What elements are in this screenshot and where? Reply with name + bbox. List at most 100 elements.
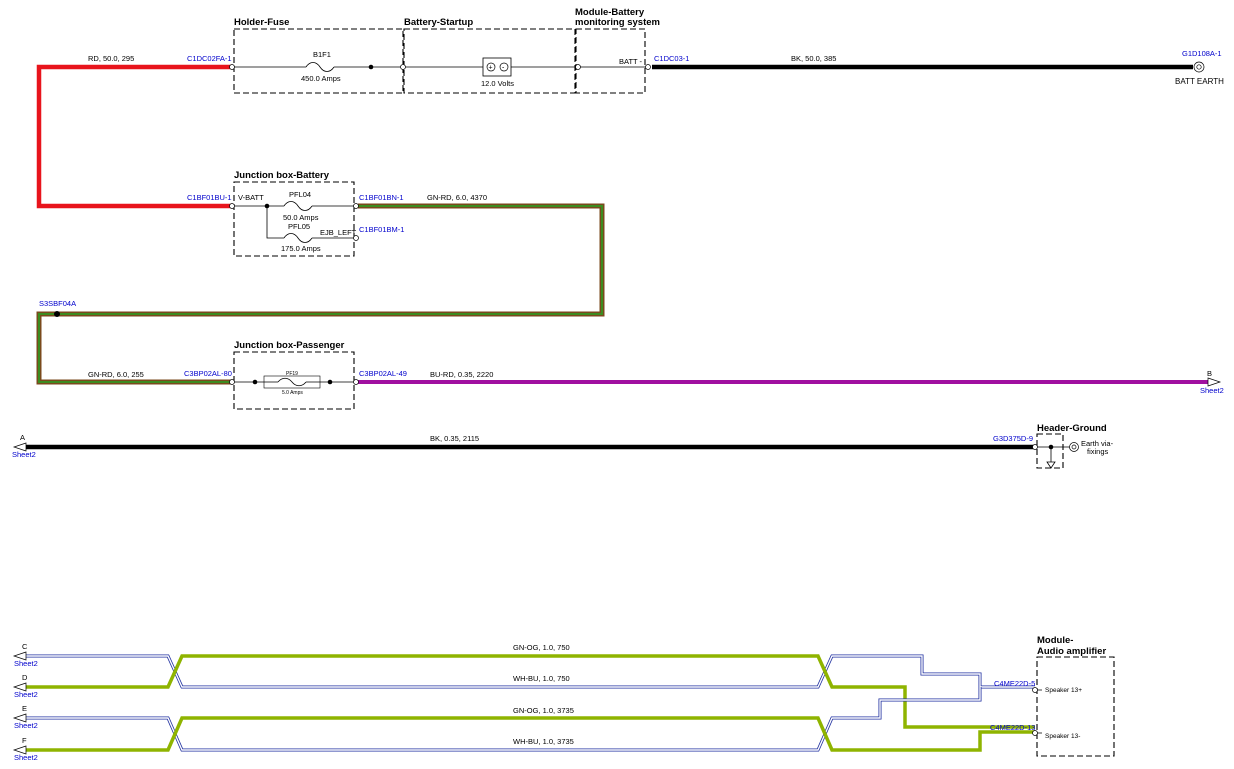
title-header-ground: Header-Ground bbox=[1037, 423, 1107, 434]
offsheet-f[interactable]: F Sheet2 bbox=[12, 736, 38, 762]
battery-pos-sign: + bbox=[489, 65, 493, 72]
wire-rd-50 bbox=[36, 64, 232, 209]
label-batt-minus: BATT - bbox=[619, 57, 643, 66]
wire-gn-og-750 bbox=[26, 654, 1035, 729]
offsheet-d[interactable]: D Sheet2 bbox=[12, 673, 38, 699]
wire-gn-og-3735 bbox=[26, 716, 1035, 752]
offsheet-label-c: C bbox=[22, 642, 28, 651]
offsheet-c[interactable]: C Sheet2 bbox=[12, 642, 38, 668]
conn-c3bp02al49: C3BP02AL-49 bbox=[359, 369, 407, 378]
ground-symbol bbox=[1046, 461, 1056, 469]
label-pf19: PF19 bbox=[286, 371, 298, 377]
title-module-battery-2: monitoring system bbox=[575, 17, 660, 28]
title-junction-battery: Junction box-Battery bbox=[234, 170, 330, 181]
conn-c1dc02fa: C1DC02FA-1 bbox=[187, 54, 232, 63]
label-pfl04: PFL04 bbox=[289, 190, 311, 199]
header-ground-lines bbox=[1035, 446, 1070, 462]
label-pfl05: PFL05 bbox=[288, 222, 310, 231]
label-wire-gn-rd-4370: GN-RD, 6.0, 4370 bbox=[427, 193, 487, 202]
label-batt-earth: BATT EARTH bbox=[1175, 77, 1224, 86]
title-module-battery-1: Module-Battery bbox=[575, 7, 645, 18]
label-ejb-left: EJB_LEFT bbox=[320, 228, 357, 237]
label-speaker-neg: Speaker 13- bbox=[1045, 733, 1080, 740]
offsheet-arrow-d bbox=[12, 682, 27, 692]
splice-dot-jb bbox=[264, 203, 270, 209]
label-b1f1: B1F1 bbox=[313, 50, 331, 59]
conn-c1dc03: C1DC03-1 bbox=[654, 54, 689, 63]
offsheet-arrow-b bbox=[1207, 377, 1222, 387]
offsheet-sheet-c: Sheet2 bbox=[14, 659, 38, 668]
offsheet-arrow-e bbox=[12, 713, 27, 723]
splice-dot-top bbox=[368, 64, 374, 70]
label-b1f1-rating: 450.0 Amps bbox=[301, 74, 341, 83]
conn-c1bf01bn: C1BF01BN-1 bbox=[359, 193, 404, 202]
label-wire-gn-rd-255: GN-RD, 6.0, 255 bbox=[88, 370, 144, 379]
offsheet-arrow-c bbox=[12, 651, 27, 661]
offsheet-label-f: F bbox=[22, 736, 27, 745]
jb-battery-lines bbox=[234, 205, 358, 239]
offsheet-label-e: E bbox=[22, 704, 27, 713]
box-audio-amplifier bbox=[1036, 656, 1115, 757]
label-wire-bu-rd: BU-RD, 0.35, 2220 bbox=[430, 370, 493, 379]
label-wire-wh-bu-3735: WH-BU, 1.0, 3735 bbox=[513, 737, 574, 746]
offsheet-label-a: A bbox=[20, 433, 25, 442]
box-header-ground bbox=[1036, 433, 1064, 469]
box-junction-battery bbox=[233, 181, 355, 257]
conn-c1bf01bm: C1BF01BM-1 bbox=[359, 225, 404, 234]
label-wire-wh-bu-750: WH-BU, 1.0, 750 bbox=[513, 674, 570, 683]
label-pf19-rating: 5.0 Amps bbox=[282, 390, 303, 396]
conn-g1d108a: G1D108A-1 bbox=[1182, 49, 1222, 58]
earth-terminal-inner bbox=[1071, 444, 1077, 450]
box-junction-passenger bbox=[233, 351, 355, 410]
label-battery-voltage: 12.0 Volts bbox=[481, 79, 514, 88]
offsheet-label-b: B bbox=[1207, 369, 1212, 378]
fuse-pf19 bbox=[277, 377, 307, 387]
title-audio-amp-2: Audio amplifier bbox=[1037, 646, 1106, 657]
fuse-pfl04 bbox=[283, 201, 313, 211]
offsheet-e[interactable]: E Sheet2 bbox=[12, 704, 38, 730]
battery-neg-sign: - bbox=[502, 65, 505, 72]
offsheet-b[interactable]: B Sheet2 bbox=[1200, 369, 1224, 395]
twisted-pair-2 bbox=[26, 687, 1035, 752]
twisted-pair-1 bbox=[26, 654, 1035, 729]
audio-amp-lines bbox=[1035, 689, 1042, 734]
splice-s3sbf04a bbox=[54, 311, 60, 317]
splice-dot-pass-1 bbox=[252, 379, 258, 385]
label-v-batt: V-BATT bbox=[238, 193, 264, 202]
offsheet-a[interactable]: A Sheet2 bbox=[12, 433, 36, 459]
label-wire-gn-og-3735: GN-OG, 1.0, 3735 bbox=[513, 706, 574, 715]
wire-gn-rd-inner bbox=[38, 205, 603, 383]
conn-c1bf01bu: C1BF01BU-1 bbox=[187, 193, 232, 202]
offsheet-sheet-b: Sheet2 bbox=[1200, 386, 1224, 395]
conn-g3d375d: G3D375D-9 bbox=[993, 434, 1033, 443]
label-wire-bk-035: BK, 0.35, 2115 bbox=[430, 434, 479, 443]
title-audio-amp-1: Module- bbox=[1037, 635, 1073, 646]
box-battery-startup bbox=[403, 28, 576, 94]
connector-markers bbox=[229, 64, 1038, 736]
fuse-pf19-body bbox=[263, 375, 321, 389]
label-wire-gn-og-750: GN-OG, 1.0, 750 bbox=[513, 643, 570, 652]
label-speaker-pos: Speaker 13+ bbox=[1045, 687, 1082, 694]
offsheet-sheet-a: Sheet2 bbox=[12, 450, 36, 459]
title-junction-passenger: Junction box-Passenger bbox=[234, 340, 345, 351]
fuse-pfl05 bbox=[283, 233, 313, 243]
label-earth-via-1: Earth via- bbox=[1081, 439, 1114, 448]
battery-symbol bbox=[482, 57, 512, 77]
battery-pos-terminal bbox=[486, 62, 496, 72]
offsheet-label-d: D bbox=[22, 673, 28, 682]
offsheet-arrow-f bbox=[12, 745, 27, 755]
box-holder-fuse bbox=[233, 28, 404, 94]
label-wire-bk-50: BK, 50.0, 385 bbox=[791, 54, 836, 63]
box-module-battery bbox=[575, 28, 646, 94]
label-pfl05-rating: 175.0 Amps bbox=[281, 244, 321, 253]
conn-c4me22d13: C4ME22D-13 bbox=[990, 723, 1035, 732]
splice-dot-pass-2 bbox=[327, 379, 333, 385]
label-wire-rd-50: RD, 50.0, 295 bbox=[88, 54, 134, 63]
title-battery-startup: Battery-Startup bbox=[404, 17, 473, 28]
battery-neg-terminal bbox=[499, 62, 509, 72]
batt-earth-terminal-inner bbox=[1196, 64, 1202, 70]
title-holder-fuse: Holder-Fuse bbox=[234, 17, 289, 28]
offsheet-sheet-d: Sheet2 bbox=[14, 690, 38, 699]
offsheet-sheet-f: Sheet2 bbox=[14, 753, 38, 762]
